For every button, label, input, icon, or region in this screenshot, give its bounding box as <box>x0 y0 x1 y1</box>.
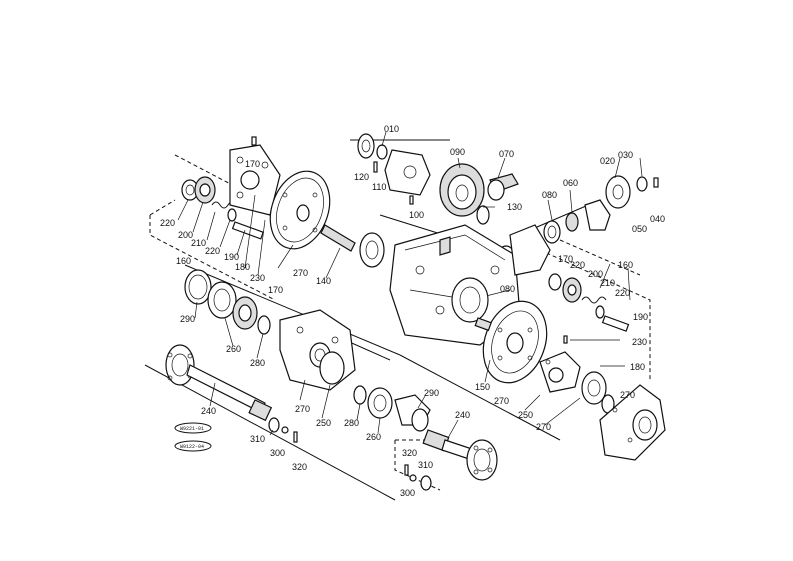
label-240-left: 240 <box>201 406 216 416</box>
label-270-left: 270 <box>295 404 310 414</box>
label-070: 070 <box>499 149 514 159</box>
label-270-far-right: 270 <box>620 390 635 400</box>
label-170-left: 170 <box>268 285 283 295</box>
label-300-bottom: 300 <box>400 488 415 498</box>
label-220-a: 220 <box>160 218 175 228</box>
label-280-left: 280 <box>250 358 265 368</box>
gear-cluster-right <box>539 273 630 414</box>
label-060: 060 <box>563 178 578 188</box>
label-230-left: 230 <box>250 273 265 283</box>
label-300-left: 300 <box>270 448 285 458</box>
upper-right-assembly <box>509 175 659 276</box>
left-middle-assembly <box>184 269 356 391</box>
label-230-right: 230 <box>632 337 647 347</box>
ring-gear-right <box>474 300 548 384</box>
label-260-bottom: 260 <box>366 432 381 442</box>
label-100: 100 <box>409 210 424 220</box>
label-090: 090 <box>450 147 465 157</box>
label-290-left: 290 <box>180 314 195 324</box>
label-240-right: 240 <box>455 410 470 420</box>
label-270-upper: 270 <box>293 268 308 278</box>
label-250-left: 250 <box>316 418 331 428</box>
label-150: 150 <box>475 382 490 392</box>
label-190-left: 190 <box>224 252 239 262</box>
label-160-left: 160 <box>176 256 191 266</box>
label-050: 050 <box>632 224 647 234</box>
label-140: 140 <box>316 276 331 286</box>
ring-gear-upper <box>269 170 331 250</box>
label-250-right: 250 <box>518 410 533 420</box>
ref-tag-2: W9122-04 <box>180 444 204 450</box>
label-270-center: 270 <box>494 396 509 406</box>
label-120: 120 <box>354 172 369 182</box>
leader-lines <box>177 131 643 439</box>
label-320-left: 320 <box>292 462 307 472</box>
axle-shaft-left <box>165 344 298 443</box>
label-220-d: 220 <box>615 288 630 298</box>
label-040: 040 <box>650 214 665 224</box>
ref-tag-1: W9221-01 <box>180 426 204 432</box>
label-180-right: 180 <box>630 362 645 372</box>
label-190-right: 190 <box>633 312 648 322</box>
group-boundary-right <box>539 239 651 380</box>
label-210-left: 210 <box>191 238 206 248</box>
label-030: 030 <box>618 150 633 160</box>
label-010: 010 <box>384 124 399 134</box>
label-110: 110 <box>372 182 386 192</box>
label-310-bottom: 310 <box>418 460 433 470</box>
label-280-bottom: 280 <box>344 418 359 428</box>
part-labels: 010 020 030 040 050 060 070 080 080 090 … <box>160 124 665 498</box>
label-130: 130 <box>507 202 522 212</box>
label-170-right: 170 <box>558 254 573 264</box>
gear-cluster-left <box>181 136 281 240</box>
reference-tags: W9221-01 W9122-04 <box>174 422 212 452</box>
label-020: 020 <box>600 156 615 166</box>
label-080-lower: 080 <box>500 284 515 294</box>
label-270-right: 270 <box>536 422 551 432</box>
main-housing <box>389 224 521 346</box>
label-160-right: 160 <box>618 260 633 270</box>
bevel-gear-set <box>357 133 519 271</box>
label-170-top: 170 <box>245 159 260 169</box>
label-220-c: 220 <box>570 260 585 270</box>
label-210-right: 210 <box>600 278 615 288</box>
label-080-upper: 080 <box>542 190 557 200</box>
label-200-left: 200 <box>178 230 193 240</box>
pinion-shaft <box>320 224 385 268</box>
label-320-bottom: 320 <box>402 448 417 458</box>
label-260-left: 260 <box>226 344 241 354</box>
label-180-left: 180 <box>235 262 250 272</box>
label-200-right: 200 <box>588 269 603 279</box>
label-310-left: 310 <box>250 434 265 444</box>
right-axle-housing <box>599 384 666 461</box>
label-290-bottom: 290 <box>424 388 439 398</box>
label-220-b: 220 <box>205 246 220 256</box>
